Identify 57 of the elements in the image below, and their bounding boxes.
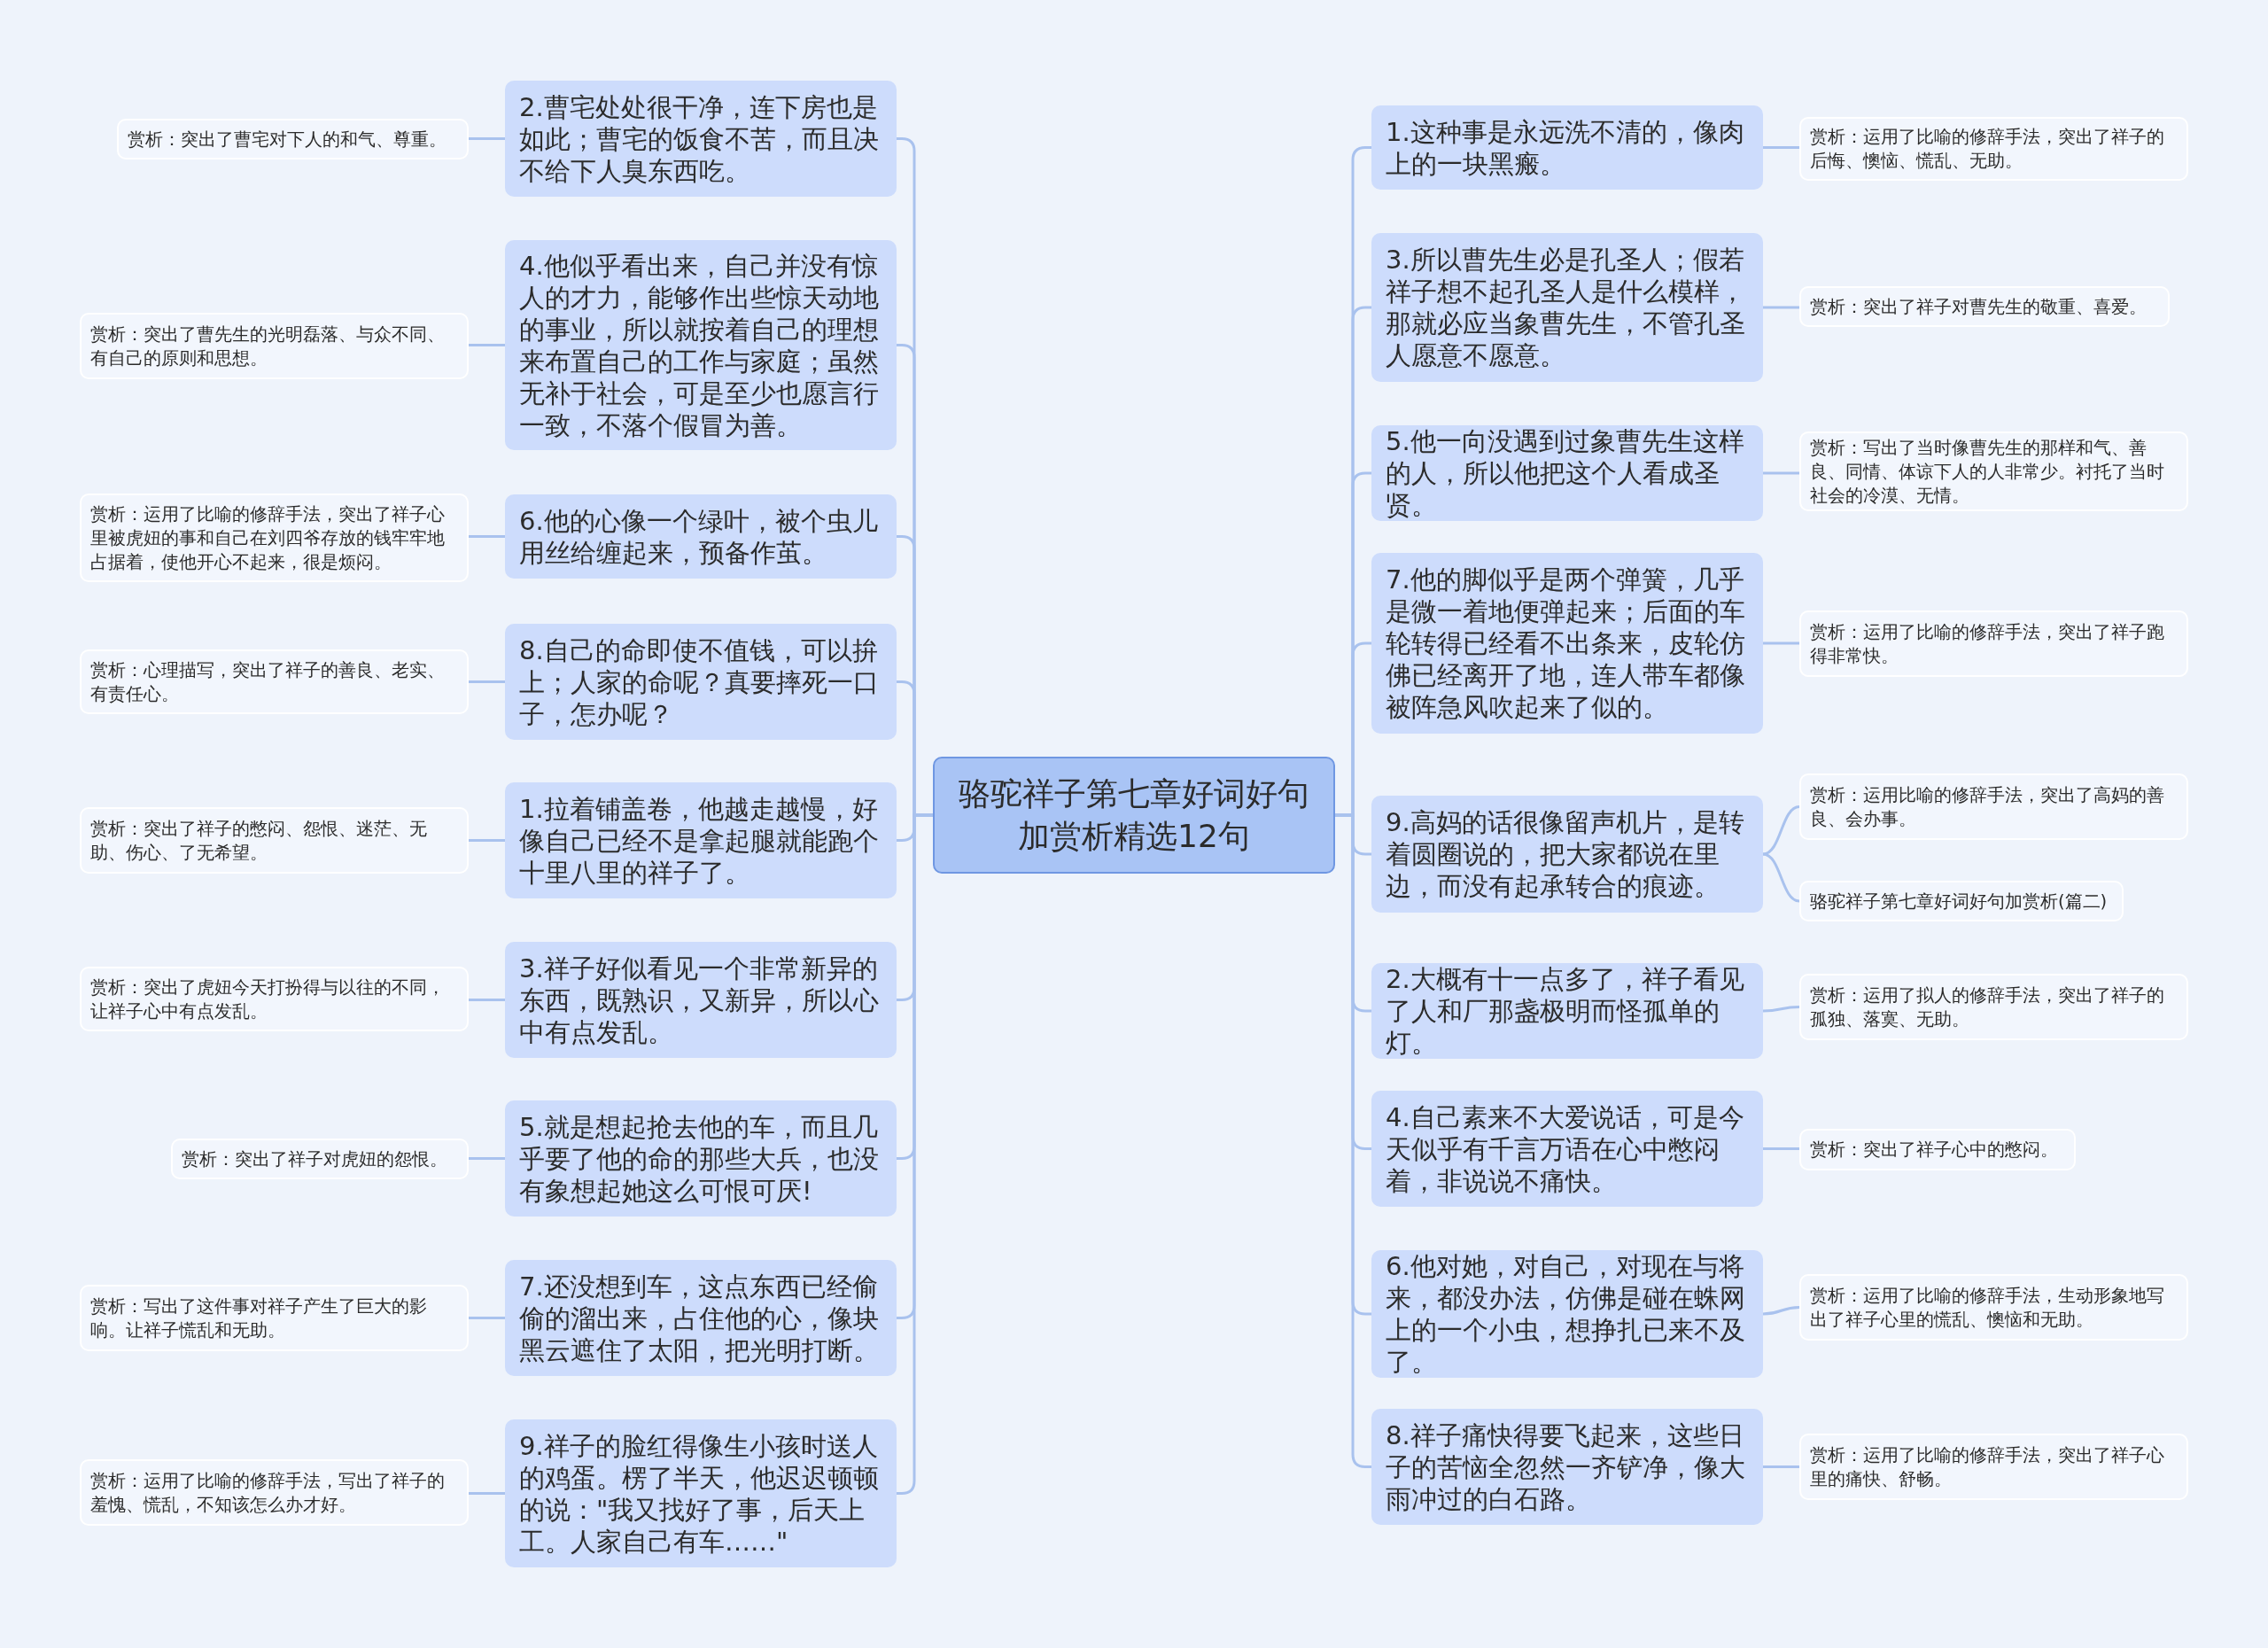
sentence-box: 1.这种事是永远洗不清的，像肉上的一块黑瘢。	[1371, 105, 1763, 190]
note-box: 赏析：突出了曹宅对下人的和气、尊重。	[117, 119, 469, 159]
sentence-box: 6.他的心像一个绿叶，被个虫儿用丝给缠起来，预备作茧。	[505, 494, 897, 579]
sentence-box: 3.祥子好似看见一个非常新异的东西，既熟识，又新异，所以心中有点发乱。	[505, 942, 897, 1058]
sentence-box: 5.就是想起抢去他的车，而且几乎要了他的命的那些大兵，也没有象想起她这么可恨可厌!	[505, 1100, 897, 1217]
sentence-box: 4.自己素来不大爱说话，可是今天似乎有千言万语在心中憋闷着，非说说不痛快。	[1371, 1091, 1763, 1207]
note-box: 赏析：心理描写，突出了祥子的善良、老实、有责任心。	[80, 649, 469, 714]
connector-line	[1763, 1465, 1799, 1468]
note-box: 赏析：突出了祥子心中的憋闷。	[1799, 1129, 2076, 1170]
note-box: 赏析：突出了祥子对曹先生的敬重、喜爱。	[1799, 286, 2170, 327]
connector-line	[469, 839, 505, 842]
sentence-box: 2.曹宅处处很干净，连下房也是如此；曹宅的饭食不苦，而且决不给下人臭东西吃。	[505, 81, 897, 197]
note-box: 赏析：突出了曹先生的光明磊落、与众不同、有自己的原则和思想。	[80, 313, 469, 379]
connector-line	[1763, 641, 1799, 645]
connector-line	[469, 680, 505, 683]
note-box: 赏析：写出了当时像曹先生的那样和气、善良、同情、体谅下人的人非常少。衬托了当时社会的冷漠、无情。	[1799, 431, 2188, 511]
sentence-box: 2.大概有十一点多了，祥子看见了人和厂那盏极明而怪孤单的灯。	[1371, 963, 1763, 1059]
connector-line	[469, 1317, 505, 1319]
note-box: 赏析：运用了比喻的修辞手法，突出了祥子心里的痛快、舒畅。	[1799, 1434, 2188, 1500]
connector-line	[1762, 852, 1800, 903]
note-box: 赏析：突出了祥子的憋闷、怨恨、迷茫、无助、伤心、了无希望。	[80, 807, 469, 874]
sentence-box: 1.拉着铺盖卷，他越走越慢，好像自己已经不是拿起腿就能跑个十里八里的祥子了。	[505, 782, 897, 898]
title-box: 骆驼祥子第七章好词好句加赏析精选12句	[933, 757, 1335, 874]
connector-line	[469, 137, 505, 140]
note-box: 赏析：运用比喻的修辞手法，突出了高妈的善良、会办事。	[1799, 773, 2188, 840]
connector-line	[1763, 471, 1799, 475]
note-box: 赏析：运用了比喻的修辞手法，写出了祥子的羞愧、慌乱，不知该怎么办才好。	[80, 1459, 469, 1526]
connector-line	[469, 1157, 505, 1160]
connector-line	[1762, 1306, 1800, 1316]
note-box: 赏析：运用了比喻的修辞手法，生动形象地写出了祥子心里的慌乱、懊恼和无助。	[1799, 1274, 2188, 1341]
connector-line	[469, 344, 505, 346]
sentence-box: 8.自己的命即使不值钱，可以拚上；人家的命呢？真要摔死一口子，怎办呢？	[505, 624, 897, 740]
sentence-box: 3.所以曹先生必是孔圣人；假若祥子想不起孔圣人是什么模样，那就必应当象曹先生，不管孔圣人愿意不愿意。	[1371, 233, 1763, 382]
sentence-box: 9.祥子的脸红得像生小孩时送人的鸡蛋。楞了半天，他迟迟顿顿的说："我又找好了事，后天上工。人家自己有车……"	[505, 1419, 897, 1567]
connector-line	[1763, 1147, 1799, 1150]
note-box: 赏析：突出了祥子对虎妞的怨恨。	[171, 1139, 469, 1179]
sentence-box: 7.他的脚似乎是两个弹簧，几乎是微一着地便弹起来；后面的车轮转得已经看不出条来，皮轮仿佛已经离开了地，连人带车都像被阵急风吹起来了似的。	[1371, 553, 1763, 734]
note-box: 赏析：写出了这件事对祥子产生了巨大的影响。让祥子慌乱和无助。	[80, 1285, 469, 1351]
note-box: 赏析：运用了比喻的修辞手法，突出了祥子的后悔、懊恼、慌乱、无助。	[1799, 117, 2188, 181]
note-box: 赏析：运用了比喻的修辞手法，突出了祥子跑得非常快。	[1799, 610, 2188, 677]
note-box: 赏析：运用了比喻的修辞手法，突出了祥子心里被虎妞的事和自己在刘四爷存放的钱牢牢地占据着，使他开心不起来，很是烦闷。	[80, 494, 469, 582]
connector-line	[1763, 146, 1799, 149]
connector-line	[1762, 805, 1800, 856]
sentence-box: 6.他对她，对自己，对现在与将来，都没办法，仿佛是碰在蛛网上的一个小虫，想挣扎已来不及了。	[1371, 1250, 1763, 1378]
connector-line	[469, 535, 505, 538]
sentence-box: 7.还没想到车，这点东西已经偷偷的溜出来，占住他的心，像块黑云遮住了太阳，把光明打断。	[505, 1260, 897, 1376]
sentence-box: 9.高妈的话很像留声机片，是转着圆圈说的，把大家都说在里边，而没有起承转合的痕迹。	[1371, 796, 1763, 913]
connector-line	[1762, 1006, 1800, 1013]
connector-line	[469, 1492, 505, 1495]
sentence-box: 5.他一向没遇到过象曹先生这样的人，所以他把这个人看成圣贤。	[1371, 425, 1763, 521]
note-box: 赏析：突出了虎妞今天打扮得与以往的不同，让祥子心中有点发乱。	[80, 967, 469, 1031]
connector-line	[1763, 306, 1799, 309]
sentence-box: 4.他似乎看出来，自己并没有惊人的才力，能够作出些惊天动地的事业，所以就按着自己的理想来布置自己的工作与家庭；虽然无补于社会，可是至少也愿言行一致，不落个假冒为善。	[505, 240, 897, 450]
connector-line	[469, 999, 505, 1001]
note-box: 骆驼祥子第七章好词好句加赏析(篇二)	[1799, 881, 2124, 921]
note-box: 赏析：运用了拟人的修辞手法，突出了祥子的孤独、落寞、无助。	[1799, 974, 2188, 1040]
sentence-box: 8.祥子痛快得要飞起来，这些日子的苦恼全忽然一齐铲净，像大雨冲过的白石路。	[1371, 1409, 1763, 1525]
